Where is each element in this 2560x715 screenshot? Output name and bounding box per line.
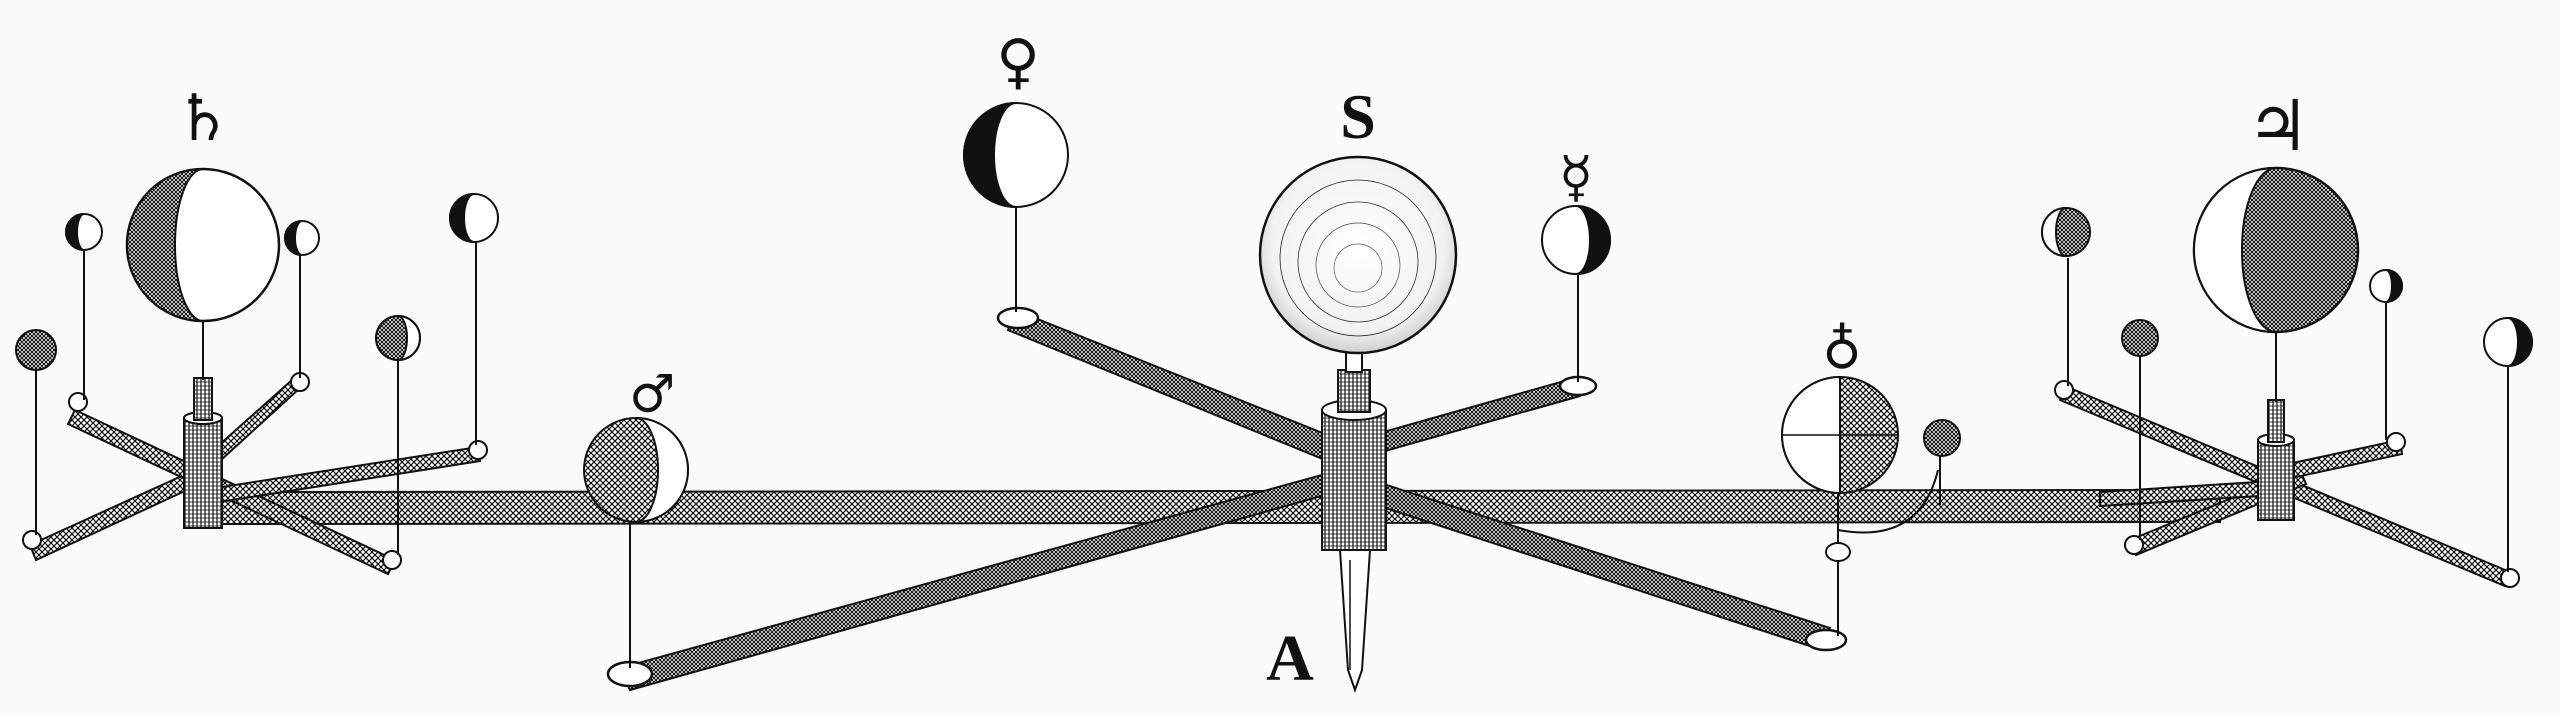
saturn-symbol: ♄ [174, 82, 231, 156]
sun-globe [1258, 155, 1458, 355]
central-column [1321, 349, 1387, 694]
jupiter-moons [2041, 207, 2533, 367]
saturn-assembly [22, 230, 488, 576]
jupiter-globe [2192, 166, 2360, 334]
arm-upper-right [1353, 376, 1582, 460]
earth-assembly [1780, 375, 1961, 636]
pad-earth [1804, 628, 1848, 652]
venus-symbol: ♀ [996, 27, 1040, 97]
earth-symbol: ♁ [1822, 312, 1861, 375]
saturn-globe [125, 167, 281, 323]
base-label: A [1266, 622, 1314, 695]
sun-label: S [1340, 81, 1376, 152]
venus-planet [963, 102, 1069, 312]
arm-pads [606, 306, 1848, 688]
arm-upper-left [1006, 308, 1342, 464]
jupiter-assembly [2054, 258, 2520, 588]
jupiter-symbol: ♃ [2247, 85, 2310, 167]
mercury-planet [1541, 205, 1611, 382]
mercury-symbol: ☿ [1559, 145, 1593, 210]
mars-planet [583, 417, 689, 668]
main-arms [199, 308, 2221, 692]
saturn-moons [15, 193, 499, 371]
mars-symbol: ♂ [629, 365, 676, 425]
pad-venus [996, 306, 1040, 330]
